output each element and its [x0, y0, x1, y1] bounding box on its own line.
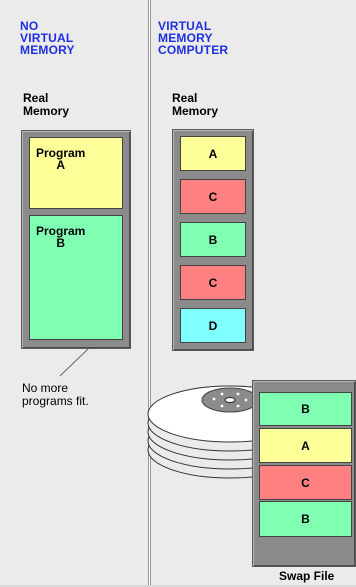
right-title: VIRTUAL MEMORY COMPUTER: [158, 19, 229, 57]
real-memory-block-c: C: [180, 179, 246, 214]
swap-block-c: C: [259, 465, 352, 500]
program-a-block: Program A: [29, 137, 123, 209]
real-memory-block-d: D: [180, 308, 246, 343]
left-title: NO VIRTUAL MEMORY: [20, 19, 75, 57]
right-memory-label: Real Memory: [172, 91, 219, 118]
program-b-block: Program B: [29, 215, 123, 340]
bottom-divider: [0, 585, 356, 587]
note-leader-line: [59, 348, 89, 377]
left-memory-label: Real Memory: [23, 91, 70, 118]
real-memory-block-c-2: C: [180, 265, 246, 300]
real-memory-block-b: B: [180, 222, 246, 257]
swap-block-a: A: [259, 428, 352, 463]
swap-file-label: Swap File: [279, 569, 335, 583]
real-memory-block-a: A: [180, 136, 246, 171]
left-note: No more programs fit.: [22, 381, 89, 408]
swap-block-b: B: [259, 392, 352, 426]
swap-block-b-2: B: [259, 501, 352, 537]
